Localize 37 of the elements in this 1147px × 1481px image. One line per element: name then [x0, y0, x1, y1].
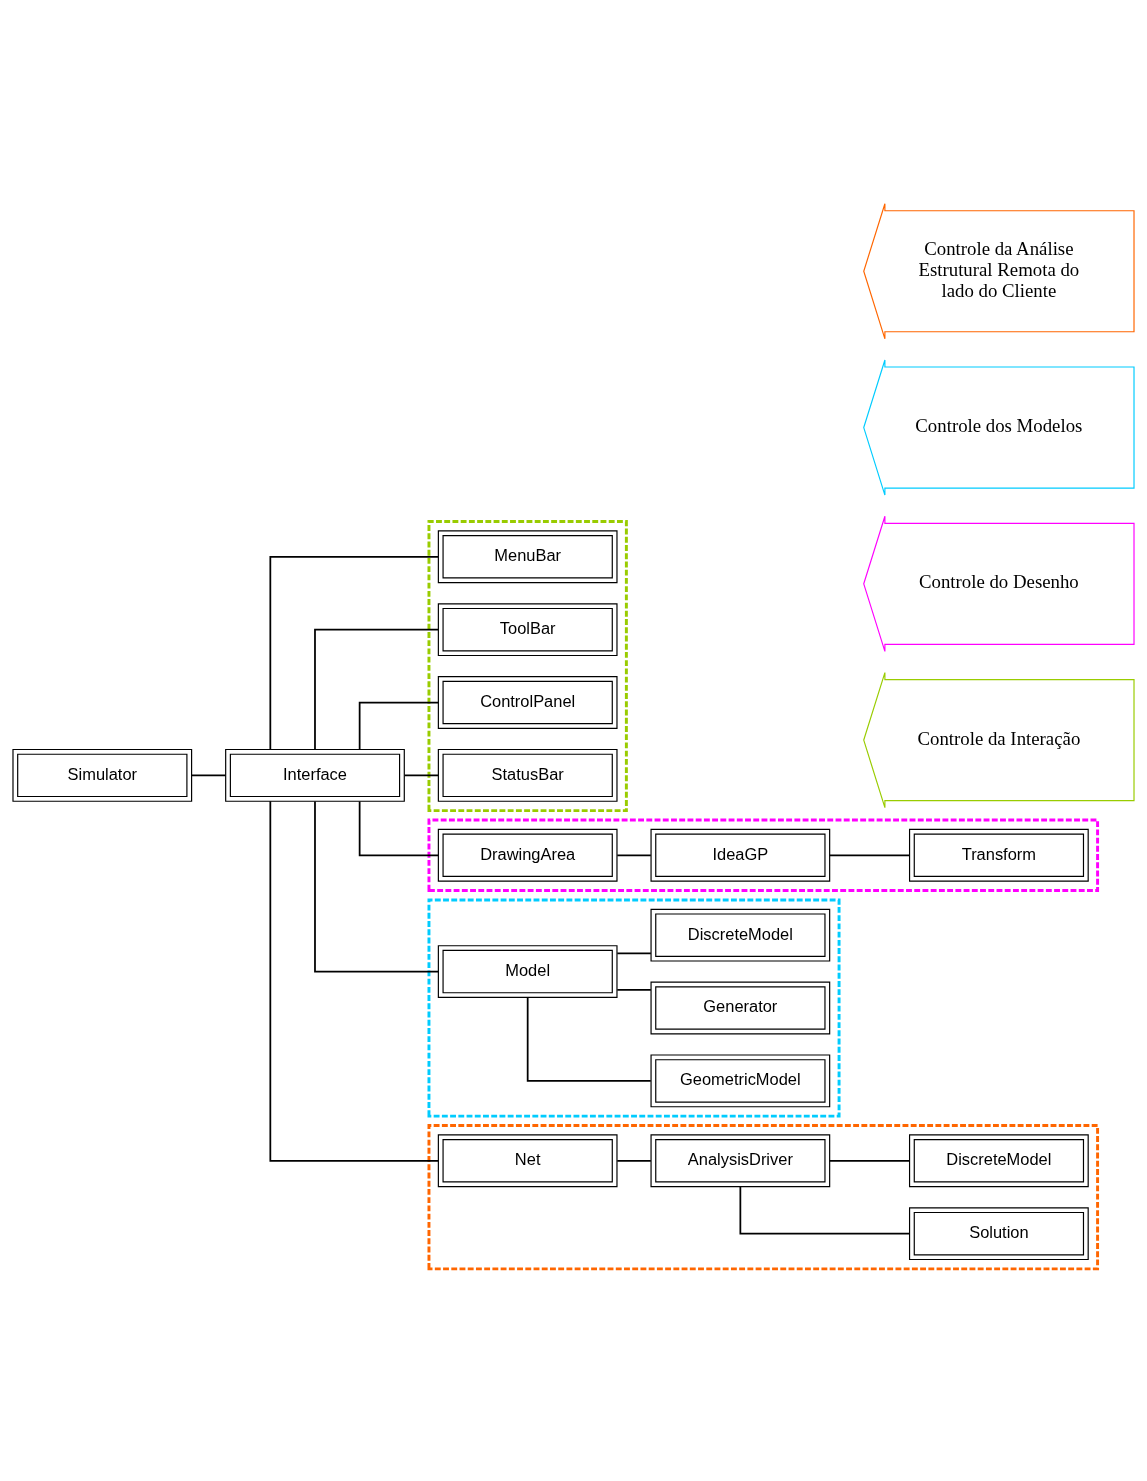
node-box: DiscreteModel — [909, 1133, 1089, 1187]
node-box: AnalysisDriver — [650, 1133, 831, 1187]
cluster — [427, 1123, 1100, 1270]
connector — [269, 555, 439, 750]
node-box: ControlPanel — [437, 675, 618, 729]
cluster — [427, 519, 628, 812]
connector — [358, 800, 440, 856]
node-box: ToolBar — [437, 602, 618, 656]
connector — [526, 996, 652, 1082]
node-box: GeometricModel — [650, 1053, 831, 1107]
node-box: Generator — [650, 981, 831, 1034]
connector — [828, 853, 911, 856]
connector — [358, 701, 440, 750]
node-box: Net — [437, 1133, 618, 1187]
connector — [828, 1159, 911, 1162]
node-box: StatusBar — [437, 748, 618, 802]
node-box: IdeaGP — [650, 828, 831, 882]
connector — [616, 1159, 652, 1162]
cluster — [427, 897, 841, 1118]
node-box: Interface — [225, 748, 405, 802]
connector — [314, 628, 439, 750]
connector — [269, 799, 439, 1162]
node-box: DiscreteModel — [650, 908, 831, 962]
node-box: Model — [437, 944, 618, 998]
cluster — [427, 818, 1100, 892]
connector — [616, 988, 652, 991]
connector — [403, 774, 440, 776]
connector — [739, 1185, 911, 1235]
node-box: Solution — [909, 1206, 1089, 1260]
connector — [191, 774, 227, 776]
node-box: Transform — [909, 828, 1089, 882]
connector — [314, 800, 439, 972]
connector — [616, 853, 652, 856]
node-box: DrawingArea — [437, 828, 618, 882]
connector — [616, 952, 652, 954]
node-box: Simulator — [12, 748, 193, 802]
node-box: MenuBar — [437, 529, 618, 583]
